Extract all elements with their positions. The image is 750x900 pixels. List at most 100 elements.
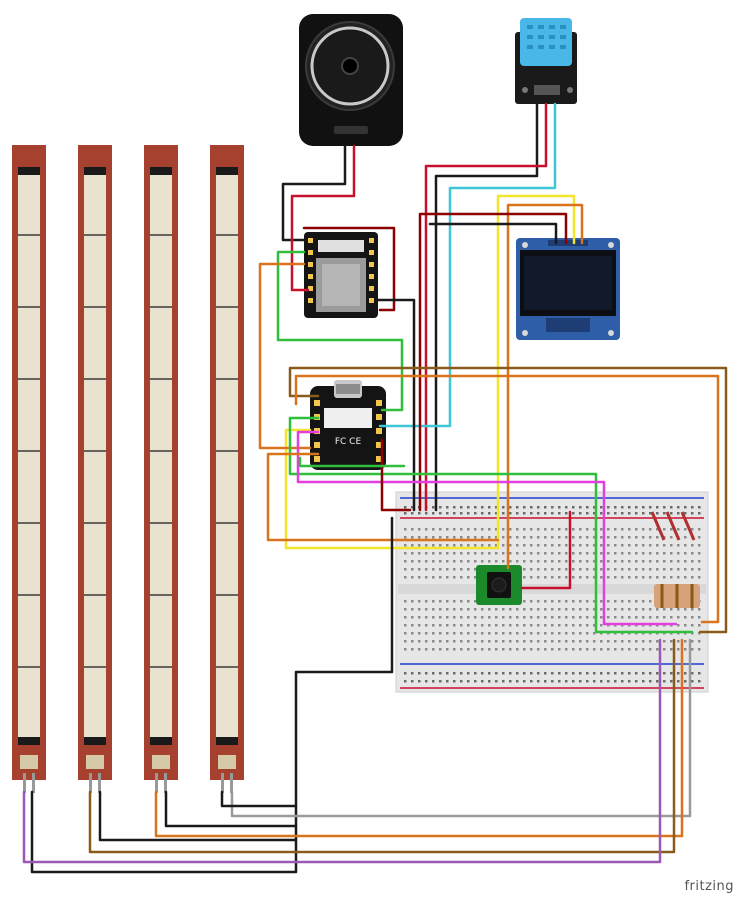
- breadboard-hole: [579, 544, 582, 547]
- breadboard-hole: [586, 608, 589, 611]
- breadboard-hole: [460, 544, 463, 547]
- breadboard-hole: [670, 506, 673, 509]
- wire-dht-black: [434, 102, 539, 512]
- breadboard-hole: [509, 648, 512, 651]
- breadboard-hole: [502, 544, 505, 547]
- breadboard-hole: [516, 544, 519, 547]
- breadboard-hole: [614, 600, 617, 603]
- breadboard-hole: [670, 544, 673, 547]
- breadboard-hole: [544, 528, 547, 531]
- breadboard-hole: [698, 648, 701, 651]
- breadboard-hole: [593, 616, 596, 619]
- breadboard-hole: [670, 640, 673, 643]
- breadboard-hole: [663, 544, 666, 547]
- breadboard-hole: [593, 672, 596, 675]
- breadboard-hole: [593, 624, 596, 627]
- breadboard-hole: [537, 576, 540, 579]
- breadboard-hole: [691, 506, 694, 509]
- breadboard-hole: [495, 560, 498, 563]
- breadboard-hole: [670, 512, 673, 515]
- breadboard-hole: [453, 640, 456, 643]
- resistors: [650, 511, 700, 608]
- breadboard-hole: [509, 506, 512, 509]
- breadboard-hole: [432, 672, 435, 675]
- breadboard-hole: [530, 512, 533, 515]
- breadboard-hole: [481, 672, 484, 675]
- breadboard-hole: [635, 648, 638, 651]
- breadboard-hole: [600, 568, 603, 571]
- breadboard-hole: [558, 544, 561, 547]
- wire-flex-purple: [22, 638, 662, 864]
- breadboard-hole: [460, 624, 463, 627]
- breadboard-hole: [607, 560, 610, 563]
- wire-mcu-orange: [266, 452, 500, 542]
- breadboard-hole: [684, 648, 687, 651]
- wire-flex-black: [30, 516, 394, 874]
- breadboard-hole: [495, 632, 498, 635]
- breadboard-hole: [642, 608, 645, 611]
- breadboard-hole: [656, 528, 659, 531]
- breadboard-hole: [453, 506, 456, 509]
- breadboard-hole: [488, 512, 491, 515]
- breadboard-hole: [425, 544, 428, 547]
- breadboard-hole: [404, 528, 407, 531]
- breadboard-hole: [467, 552, 470, 555]
- breadboard-hole: [537, 552, 540, 555]
- breadboard-hole: [404, 536, 407, 539]
- breadboard-hole: [551, 544, 554, 547]
- breadboard-hole: [600, 528, 603, 531]
- mcu-marking: FC CE: [335, 437, 362, 447]
- breadboard-hole: [502, 506, 505, 509]
- breadboard-hole: [509, 640, 512, 643]
- breadboard-hole: [481, 632, 484, 635]
- breadboard-hole: [656, 544, 659, 547]
- breadboard-hole: [628, 576, 631, 579]
- breadboard-hole: [600, 608, 603, 611]
- breadboard-hole: [565, 640, 568, 643]
- breadboard-hole: [551, 640, 554, 643]
- breadboard-hole: [593, 648, 596, 651]
- breadboard-hole: [530, 528, 533, 531]
- breadboard-hole: [544, 506, 547, 509]
- breadboard-hole: [593, 512, 596, 515]
- breadboard-hole: [474, 560, 477, 563]
- breadboard-hole: [509, 512, 512, 515]
- breadboard-hole: [649, 608, 652, 611]
- breadboard-hole: [516, 640, 519, 643]
- breadboard-hole: [572, 560, 575, 563]
- breadboard-hole: [565, 608, 568, 611]
- wire-mp3-black: [376, 298, 416, 512]
- breadboard-hole: [600, 560, 603, 563]
- breadboard-hole: [684, 544, 687, 547]
- breadboard-hole: [418, 544, 421, 547]
- breadboard-hole: [453, 512, 456, 515]
- breadboard-hole: [663, 560, 666, 563]
- breadboard-hole: [691, 568, 694, 571]
- breadboard-hole: [425, 600, 428, 603]
- breadboard-hole: [551, 552, 554, 555]
- breadboard-hole: [593, 640, 596, 643]
- breadboard-hole: [593, 560, 596, 563]
- breadboard-hole: [649, 552, 652, 555]
- breadboard-hole: [411, 506, 414, 509]
- breadboard-hole: [621, 640, 624, 643]
- breadboard-hole: [642, 568, 645, 571]
- breadboard-hole: [684, 616, 687, 619]
- breadboard-hole: [530, 608, 533, 611]
- breadboard-hole: [544, 672, 547, 675]
- flex-sensor-1: [12, 145, 46, 793]
- breadboard-hole: [635, 568, 638, 571]
- breadboard-hole: [691, 640, 694, 643]
- breadboard-hole: [572, 600, 575, 603]
- breadboard-hole: [460, 632, 463, 635]
- breadboard-hole: [698, 640, 701, 643]
- wire-button-red: [520, 510, 572, 590]
- breadboard-hole: [453, 616, 456, 619]
- breadboard-hole: [467, 544, 470, 547]
- breadboard-hole: [586, 536, 589, 539]
- breadboard-hole: [663, 552, 666, 555]
- breadboard-hole: [698, 672, 701, 675]
- breadboard-hole: [502, 624, 505, 627]
- breadboard-hole: [635, 512, 638, 515]
- breadboard-hole: [502, 640, 505, 643]
